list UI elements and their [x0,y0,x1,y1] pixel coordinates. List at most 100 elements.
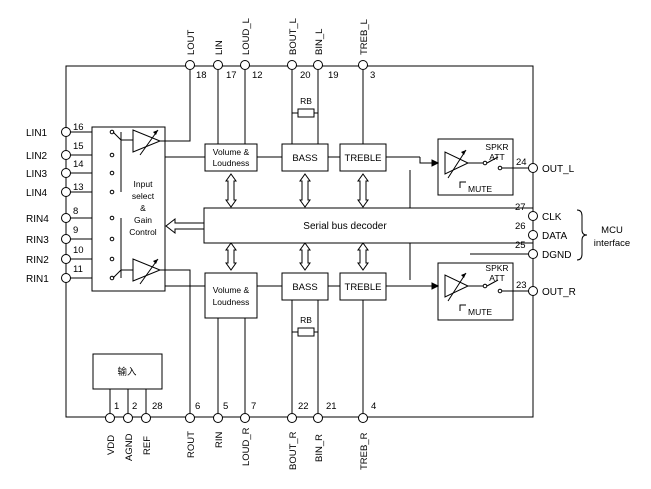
pin-lin4-name: LIN4 [26,188,48,199]
amp-output-wires [160,70,191,413]
pin-bout-l-pad [287,60,297,70]
pin-rin2-pad [61,254,71,264]
pin-loud-l-pad [240,60,250,70]
pin-bin-l-pad [313,60,323,70]
spkr-right-label-1: SPKR [485,263,508,273]
pin-rin4: RIN4 8 [26,206,78,225]
pin-rin2-name: RIN2 [26,255,49,266]
pin-lin2-num: 15 [73,141,84,152]
pin-ref-pad [141,413,151,423]
pin-rout-pad [185,413,195,423]
pin-lout-pad [185,60,195,70]
input-gain-amp-left [132,129,162,156]
pin-treb-r-num: 4 [371,401,376,412]
pin-treb-r: 4 TREB_R [358,401,376,470]
pin-agnd-name: AGND [124,433,135,461]
pin-out-l-name: OUT_L [542,164,575,175]
serial-bus-label: Serial bus decoder [303,221,387,232]
pin-lin3-name: LIN3 [26,169,48,180]
pin-loud-r-pad [240,413,250,423]
top-signal-wires [165,70,420,158]
pin-out-l-num: 24 [516,157,527,168]
pin-rin2-num: 10 [73,245,84,256]
pin-out-r-num: 23 [516,280,527,291]
input-select-box [91,126,166,292]
pin-treb-r-name: TREB_R [359,432,370,470]
input-select-label-1: Input [134,179,154,189]
pin-treb-l-num: 3 [370,70,375,81]
volume-loudness-right: Volume & Loudness [204,272,258,319]
pin-bin-r-num: 21 [326,401,337,412]
pin-bin-r-pad [313,413,323,423]
spkr-left-label-2: ATT [489,152,504,162]
pin-loud-r-num: 7 [251,401,256,412]
pin-bin-r: 21 BIN_R [313,401,337,462]
pin-lout: LOUT 18 [185,29,207,81]
treble-to-spkr-wires [409,157,440,290]
top-pins: LOUT 18 LIN 17 LOUD_L 12 BOUT_L 20 BIN_L… [185,18,375,81]
pin-out-r-pad [528,286,538,296]
pin-agnd-num: 2 [132,401,137,412]
pin-rin2: RIN2 10 [26,245,84,266]
mcu-interface: MCU interface [576,209,630,261]
pin-rin3-name: RIN3 [26,235,49,246]
pin-rout: 6 ROUT [185,401,200,458]
treble-left: TREBLE [339,143,387,172]
pin-ref-num: 28 [152,401,163,412]
pin-lin3-pad [61,168,71,178]
pin-rin: 5 RIN [213,401,228,448]
pin-dgnd: 25 DGND [515,240,571,261]
pin-lout-num: 18 [196,70,207,81]
pin-lin1-name: LIN1 [26,128,48,139]
pin-treb-l-name: TREB_L [359,19,370,55]
pin-data-num: 26 [515,221,526,232]
volume-loudness-left: Volume & Loudness [204,143,258,172]
input-select-label-2: select [132,191,155,201]
volume-right-label-1: Volume & [213,285,250,295]
pin-lin3-num: 14 [73,159,84,170]
pin-lin1-num: 16 [73,122,84,133]
rb-top-label: RB [300,96,312,106]
pin-agnd: 2 AGND [123,401,137,461]
pin-vdd-pad [105,413,115,423]
pin-bout-r-name: BOUT_R [288,431,299,470]
pin-bout-l-num: 20 [300,70,311,81]
pin-bout-r: 22 BOUT_R [287,401,309,470]
pin-out-r-name: OUT_R [542,287,576,298]
pin-rin-num: 5 [223,401,228,412]
input-gain-amp-right [132,258,162,285]
volume-left-label-1: Volume & [213,147,250,157]
pin-out-l: 24 OUT_L [516,157,575,175]
pin-lin-num: 17 [226,70,237,81]
pin-bin-l-num: 19 [328,70,339,81]
pin-ref: 28 REF [141,401,163,455]
bottom-signal-wires [165,285,420,413]
pin-lin-pad [213,60,223,70]
mute-right-label: MUTE [468,307,492,317]
mcu-label-1: MCU [601,225,623,236]
spkr-right-label-2: ATT [489,273,504,283]
spkr-att-left: SPKR ATT MUTE [437,138,533,196]
pin-lout-name: LOUT [186,29,197,55]
pin-lin: LIN 17 [213,40,237,81]
pin-data-pad [528,230,538,240]
pin-treb-l-pad [358,60,368,70]
volume-left-label-2: Loudness [213,158,250,168]
input-select-label-3: & [140,203,146,213]
pin-dgnd-name: DGND [542,250,571,261]
right-pins: 24 OUT_L 27 CLK 26 DATA 25 DGND 23 OUT_R [515,157,576,298]
bus-arrows [165,173,369,271]
input-select-block: Input select & Gain Control [91,126,166,292]
treble-right: TREBLE [339,272,387,301]
spkr-att-right: SPKR ATT MUTE [437,262,533,321]
pin-out-r: 23 OUT_R [516,280,576,298]
pin-vdd-name: VDD [106,435,117,455]
pin-rin4-pad [61,213,71,223]
pin-loud-r: 7 LOUD_R [240,401,256,466]
rb-resistor-top: RB [297,96,315,118]
pin-bout-r-pad [287,413,297,423]
left-pins: LIN1 16 LIN2 15 LIN3 14 LIN4 13 RIN4 8 R… [26,122,84,285]
pin-clk-name: CLK [542,212,562,223]
pin-rin4-name: RIN4 [26,214,49,225]
pin-data: 26 DATA [515,221,568,242]
